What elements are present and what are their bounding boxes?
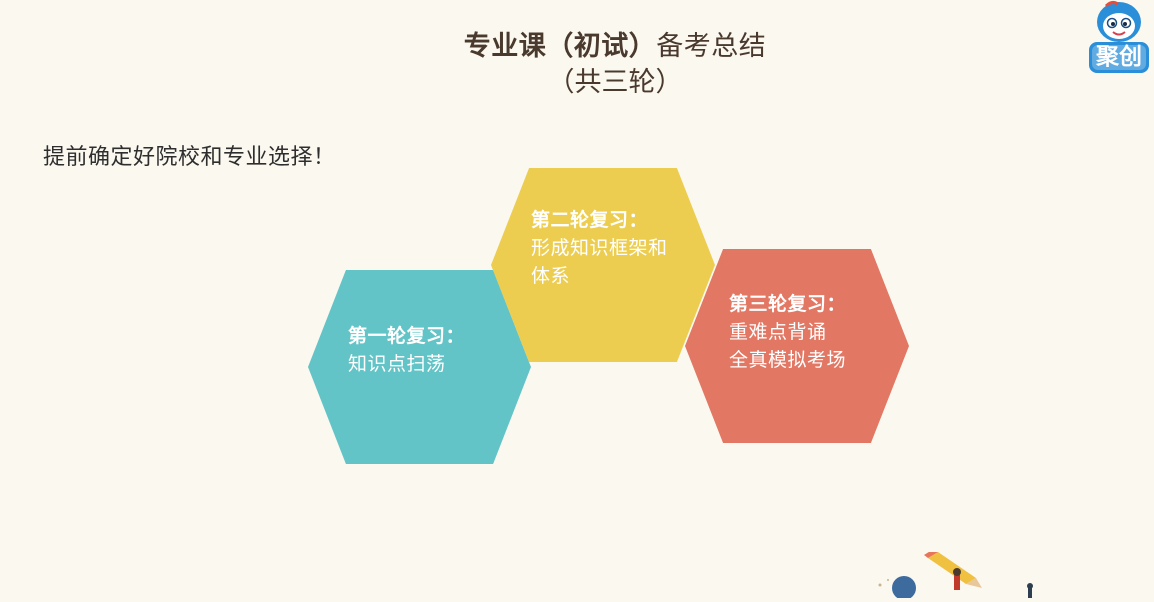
hexagon-round-2	[491, 168, 715, 362]
note-text: 提前确定好院校和专业选择！	[43, 145, 336, 170]
round-1-line-1: 知识点扫荡	[348, 353, 446, 375]
title-line: 专业课（初试）备考总结	[0, 30, 1154, 64]
round-1-heading: 第一轮复习：	[348, 325, 466, 347]
round-1-text: 第一轮复习： 知识点扫荡	[348, 322, 465, 378]
title-rest: 备考总结	[656, 31, 767, 62]
round-2-line-2: 体系	[531, 265, 571, 287]
round-2-line-1: 形成知识框架和	[531, 237, 668, 259]
logo-text: 聚创	[1096, 44, 1142, 70]
round-2-text: 第二轮复习： 形成知识框架和 体系	[531, 206, 668, 290]
round-3-line-2: 全真模拟考场	[729, 349, 847, 371]
title-bold: 专业课（初试）	[463, 31, 657, 62]
mascot-logo-icon: 聚创	[1086, 0, 1152, 76]
hexagon-round-3	[685, 249, 909, 443]
hexagon-round-1	[308, 270, 531, 464]
round-3-line-1: 重难点背诵	[729, 321, 827, 343]
slide-title: 专业课（初试）备考总结 （共三轮）	[0, 30, 1154, 100]
round-3-text: 第三轮复习： 重难点背诵 全真模拟考场	[729, 290, 846, 374]
slide-subtitle: （共三轮）	[547, 66, 683, 98]
pencil-illustration-icon	[868, 550, 1058, 600]
round-2-heading: 第二轮复习：	[531, 209, 649, 231]
round-3-heading: 第三轮复习：	[729, 293, 847, 315]
